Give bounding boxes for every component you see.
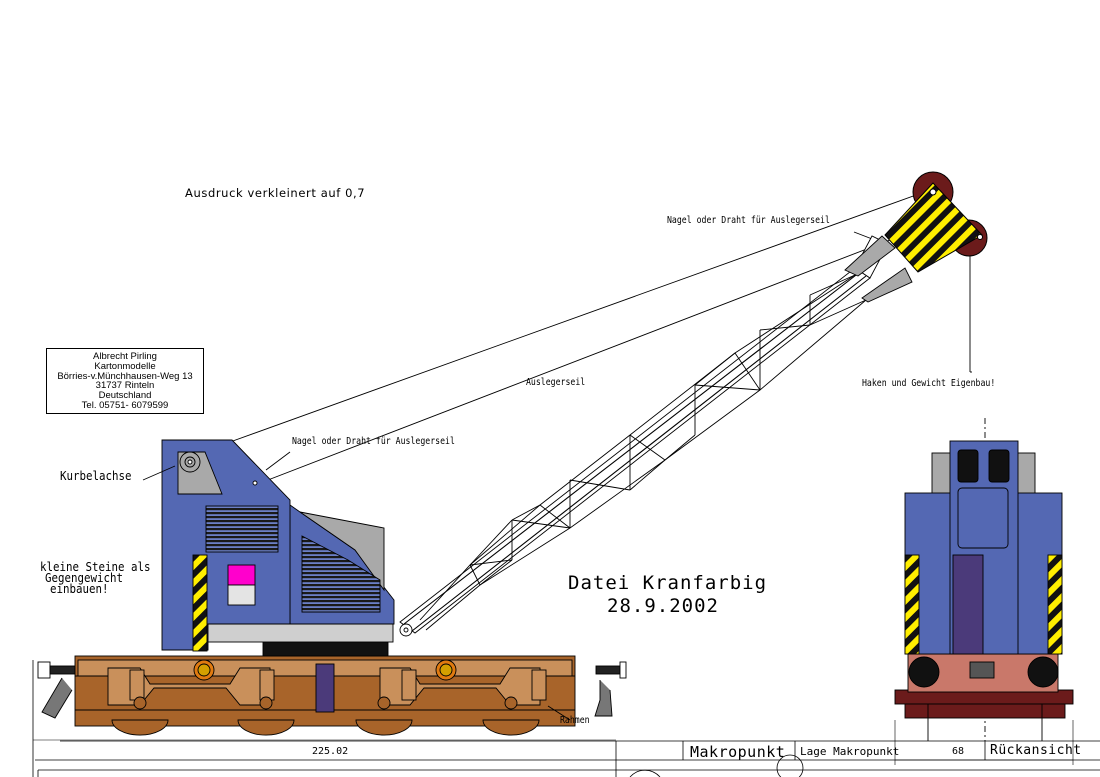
address-box: Albrecht Pirling Kartonmodelle Börries-v… [46,348,204,414]
label-stones-2: Gegengewicht [45,571,124,585]
print-scale-note: Ausdruck verkleinert auf 0,7 [185,186,366,200]
file-name: Datei Kranfarbig [568,572,768,594]
lattice-boom [399,235,913,637]
rear-view-label: Rückansicht [990,743,1082,758]
boom-head-sheaves [884,171,988,273]
label-nail-mid: Nagel oder Draht für Auslegerseil [292,436,455,447]
address-line: Deutschland [98,390,152,402]
dimension-value: 225.02 [312,746,349,757]
crane-rear-view [894,418,1074,741]
address-line: Kartonmodelle [94,360,156,372]
wagon-side [37,655,627,736]
label-crank-axle: Kurbelachse [60,469,132,483]
label-nail-top: Nagel oder Draht für Auslegerseil [667,215,830,226]
macro-position-label: Lage Makropunkt [800,745,900,758]
macro-point-label: Makropunkt [690,743,786,761]
address-line: 31737 Rinteln [95,380,155,392]
address-line: Börries-v.Münchhausen-Weg 13 [57,370,193,382]
file-date: 28.9.2002 [607,595,719,617]
label-stones-1: kleine Steine als [40,560,151,574]
crane-cab-side [161,439,395,657]
dimension-line [33,720,1074,765]
boom-ropes [229,189,972,486]
label-boom-rope: Auslegerseil [526,377,586,388]
label-stones-3: einbauen! [50,582,109,596]
label-frame: Rahmen [560,715,590,726]
address-line: Tel. 05751- 6079599 [81,399,169,411]
label-hook: Haken und Gewicht Eigenbau! [862,378,996,389]
file-info: Datei Kranfarbig 28.9.2002 [568,572,768,618]
address-line: Albrecht Pirling [93,351,157,362]
macro-value: 68 [952,746,965,757]
